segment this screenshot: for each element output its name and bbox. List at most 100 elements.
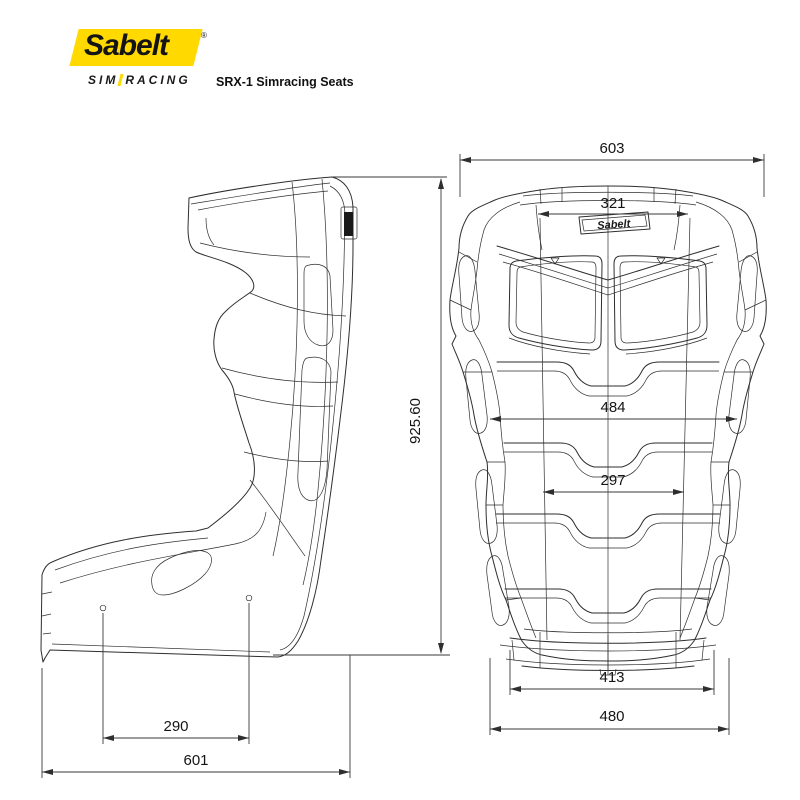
side-view (40, 176, 358, 663)
subbrand-divider-bar (117, 74, 124, 86)
side-logo-plate-outline (340, 206, 358, 240)
front-rib-4-top (504, 588, 712, 614)
side-cushion-divot (151, 550, 212, 596)
arrowhead-right (677, 211, 688, 217)
seat-logo-text: Sabelt (597, 218, 632, 232)
dimension-label-headrest-width: 321 (600, 195, 625, 212)
front-rib-1-top (496, 361, 720, 387)
side-shoulder-opening (303, 263, 334, 347)
side-view-dimensions: 925.60 290 601 (41, 176, 450, 778)
arrowhead-right (238, 735, 249, 741)
arrowhead-right (703, 686, 714, 692)
arrowhead-right (753, 157, 764, 163)
product-title: SRX-1 Simracing Seats (216, 75, 354, 89)
arrowhead-right (718, 726, 729, 732)
front-underarm-line-left (508, 337, 591, 355)
dimension-label-cushion-width: 413 (599, 669, 624, 686)
arrowhead-left (490, 726, 501, 732)
front-harness-opening-right (613, 255, 708, 351)
sim-label: SIM (88, 73, 119, 87)
arrowhead-left (543, 489, 554, 495)
side-logo-plate (344, 212, 353, 236)
side-cushion-surface (59, 511, 267, 584)
arrowhead-up (438, 178, 444, 189)
side-back-panel (297, 356, 332, 502)
front-rib-4-bottom (505, 597, 711, 624)
dimension-label-base-width: 480 (599, 708, 624, 725)
side-vertical-curve-1 (272, 181, 298, 557)
arrowhead-left (42, 769, 53, 775)
arrowhead-right (339, 769, 350, 775)
front-rib-2-top (503, 442, 713, 468)
side-mount-hole-front (99, 604, 107, 612)
dimension-side-overall-depth: 601 (41, 655, 351, 778)
sabelt-logo-text: Sabelt (84, 29, 169, 62)
dimension-label-hole-spacing: 290 (163, 718, 188, 735)
side-cushion-front-tick-1 (41, 591, 53, 595)
front-bolster-ticks-left (449, 251, 522, 601)
front-v-notch-right (656, 257, 666, 265)
dimension-side-overall-height: 925.60 (273, 176, 450, 656)
front-inner-edge-right (679, 201, 746, 639)
side-view-top-rim-line (190, 182, 331, 205)
front-bolster-capsules-right (706, 255, 758, 626)
side-section-curve-1 (249, 292, 347, 317)
racing-label: RACING (125, 73, 191, 87)
arrowhead-left (538, 211, 549, 217)
side-section-curve-4 (243, 451, 329, 462)
dimension-label-overall-depth: 601 (183, 752, 208, 769)
side-section-curve-5 (249, 479, 306, 557)
front-harness-opening-right-inner (619, 261, 701, 344)
front-rib-1-bottom (497, 370, 719, 397)
dimension-front-lumbar-width: 297 (543, 472, 684, 495)
front-rib-2-bottom (504, 451, 712, 478)
arrowhead-left (510, 686, 521, 692)
front-harness-opening-left-inner (515, 261, 597, 344)
arrowhead-right (673, 489, 684, 495)
front-cushion-band-1 (523, 628, 693, 634)
sim-racing-subbrand: SIM RACING (88, 73, 191, 87)
side-cushion-front-tick-2 (41, 613, 52, 617)
dimension-front-shoulder-width: 484 (490, 399, 737, 422)
front-headrest-side-borders (535, 204, 681, 251)
dimension-front-base-width: 480 (489, 658, 730, 735)
brand-header: Sabelt ® SIM RACING SRX-1 Simracing Seats (0, 0, 420, 100)
front-v-notch-left (550, 257, 560, 265)
front-headrest-logo-plate: Sabelt (578, 211, 651, 235)
front-diagonal-left (539, 217, 548, 641)
front-rib-3-top (495, 513, 721, 539)
front-cushion-center-tab (599, 668, 617, 676)
front-harness-opening-left (508, 255, 603, 351)
side-mount-hole-rear (245, 594, 253, 602)
side-cushion-rim-inner (54, 537, 209, 571)
front-top-rim-ticks (539, 188, 677, 205)
dimension-front-headrest-width: 321 (538, 195, 688, 217)
front-underarm-line-right (625, 337, 708, 355)
front-bolster-ticks-right (694, 251, 767, 601)
dimension-label-lumbar-width: 297 (600, 472, 625, 489)
front-bolster-capsules-left (458, 255, 510, 626)
side-headrest-lower-band (199, 242, 311, 258)
front-cushion-ticks (511, 632, 705, 671)
side-section-curve-3 (234, 393, 334, 407)
dimension-front-overall-width: 603 (459, 140, 765, 197)
dimension-label-overall-width: 603 (599, 140, 624, 157)
registered-trademark-mark: ® (201, 31, 207, 40)
side-headrest-inner-line (197, 190, 329, 211)
dimension-side-hole-spacing: 290 (102, 603, 250, 744)
front-view: Sabelt (449, 185, 767, 676)
side-vertical-curve-2 (302, 178, 328, 586)
dimension-front-cushion-width: 413 (509, 650, 715, 695)
side-section-curve-2 (221, 367, 339, 383)
arrowhead-down (438, 643, 444, 654)
side-cushion-bottom-inner (51, 643, 271, 653)
arrowhead-right (726, 416, 737, 422)
arrowhead-left (490, 416, 501, 422)
arrowhead-left (103, 735, 114, 741)
front-view-dimensions: 603 321 484 297 (459, 140, 765, 735)
dimension-label-shoulder-width: 484 (600, 399, 625, 416)
front-diagonal-right (679, 217, 691, 641)
side-headrest-front-inner (205, 217, 215, 246)
